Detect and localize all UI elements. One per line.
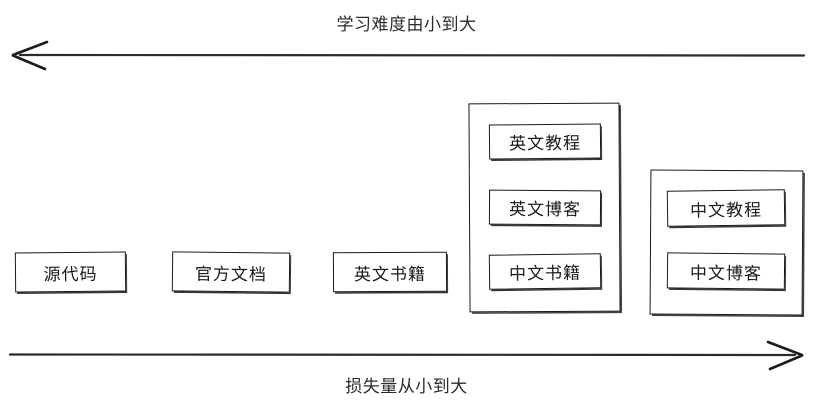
node-chinese-blogs[interactable]: 中文博客 <box>666 252 786 290</box>
bottom-axis-label: 损失量从小到大 <box>345 377 468 397</box>
top-axis-label: 学习难度由小到大 <box>336 15 477 35</box>
node-english-blogs[interactable]: 英文博客 <box>488 189 602 226</box>
node-official-docs[interactable]: 官方文档 <box>171 251 291 293</box>
node-english-books[interactable]: 英文书籍 <box>332 251 448 293</box>
top-axis-arrow <box>11 40 806 71</box>
node-english-tutorials[interactable]: 英文教程 <box>488 123 602 160</box>
node-chinese-books[interactable]: 中文书籍 <box>488 253 602 290</box>
bottom-axis-arrow <box>8 340 804 371</box>
node-source-code[interactable]: 源代码 <box>14 251 127 293</box>
node-chinese-tutorials[interactable]: 中文教程 <box>666 189 786 227</box>
